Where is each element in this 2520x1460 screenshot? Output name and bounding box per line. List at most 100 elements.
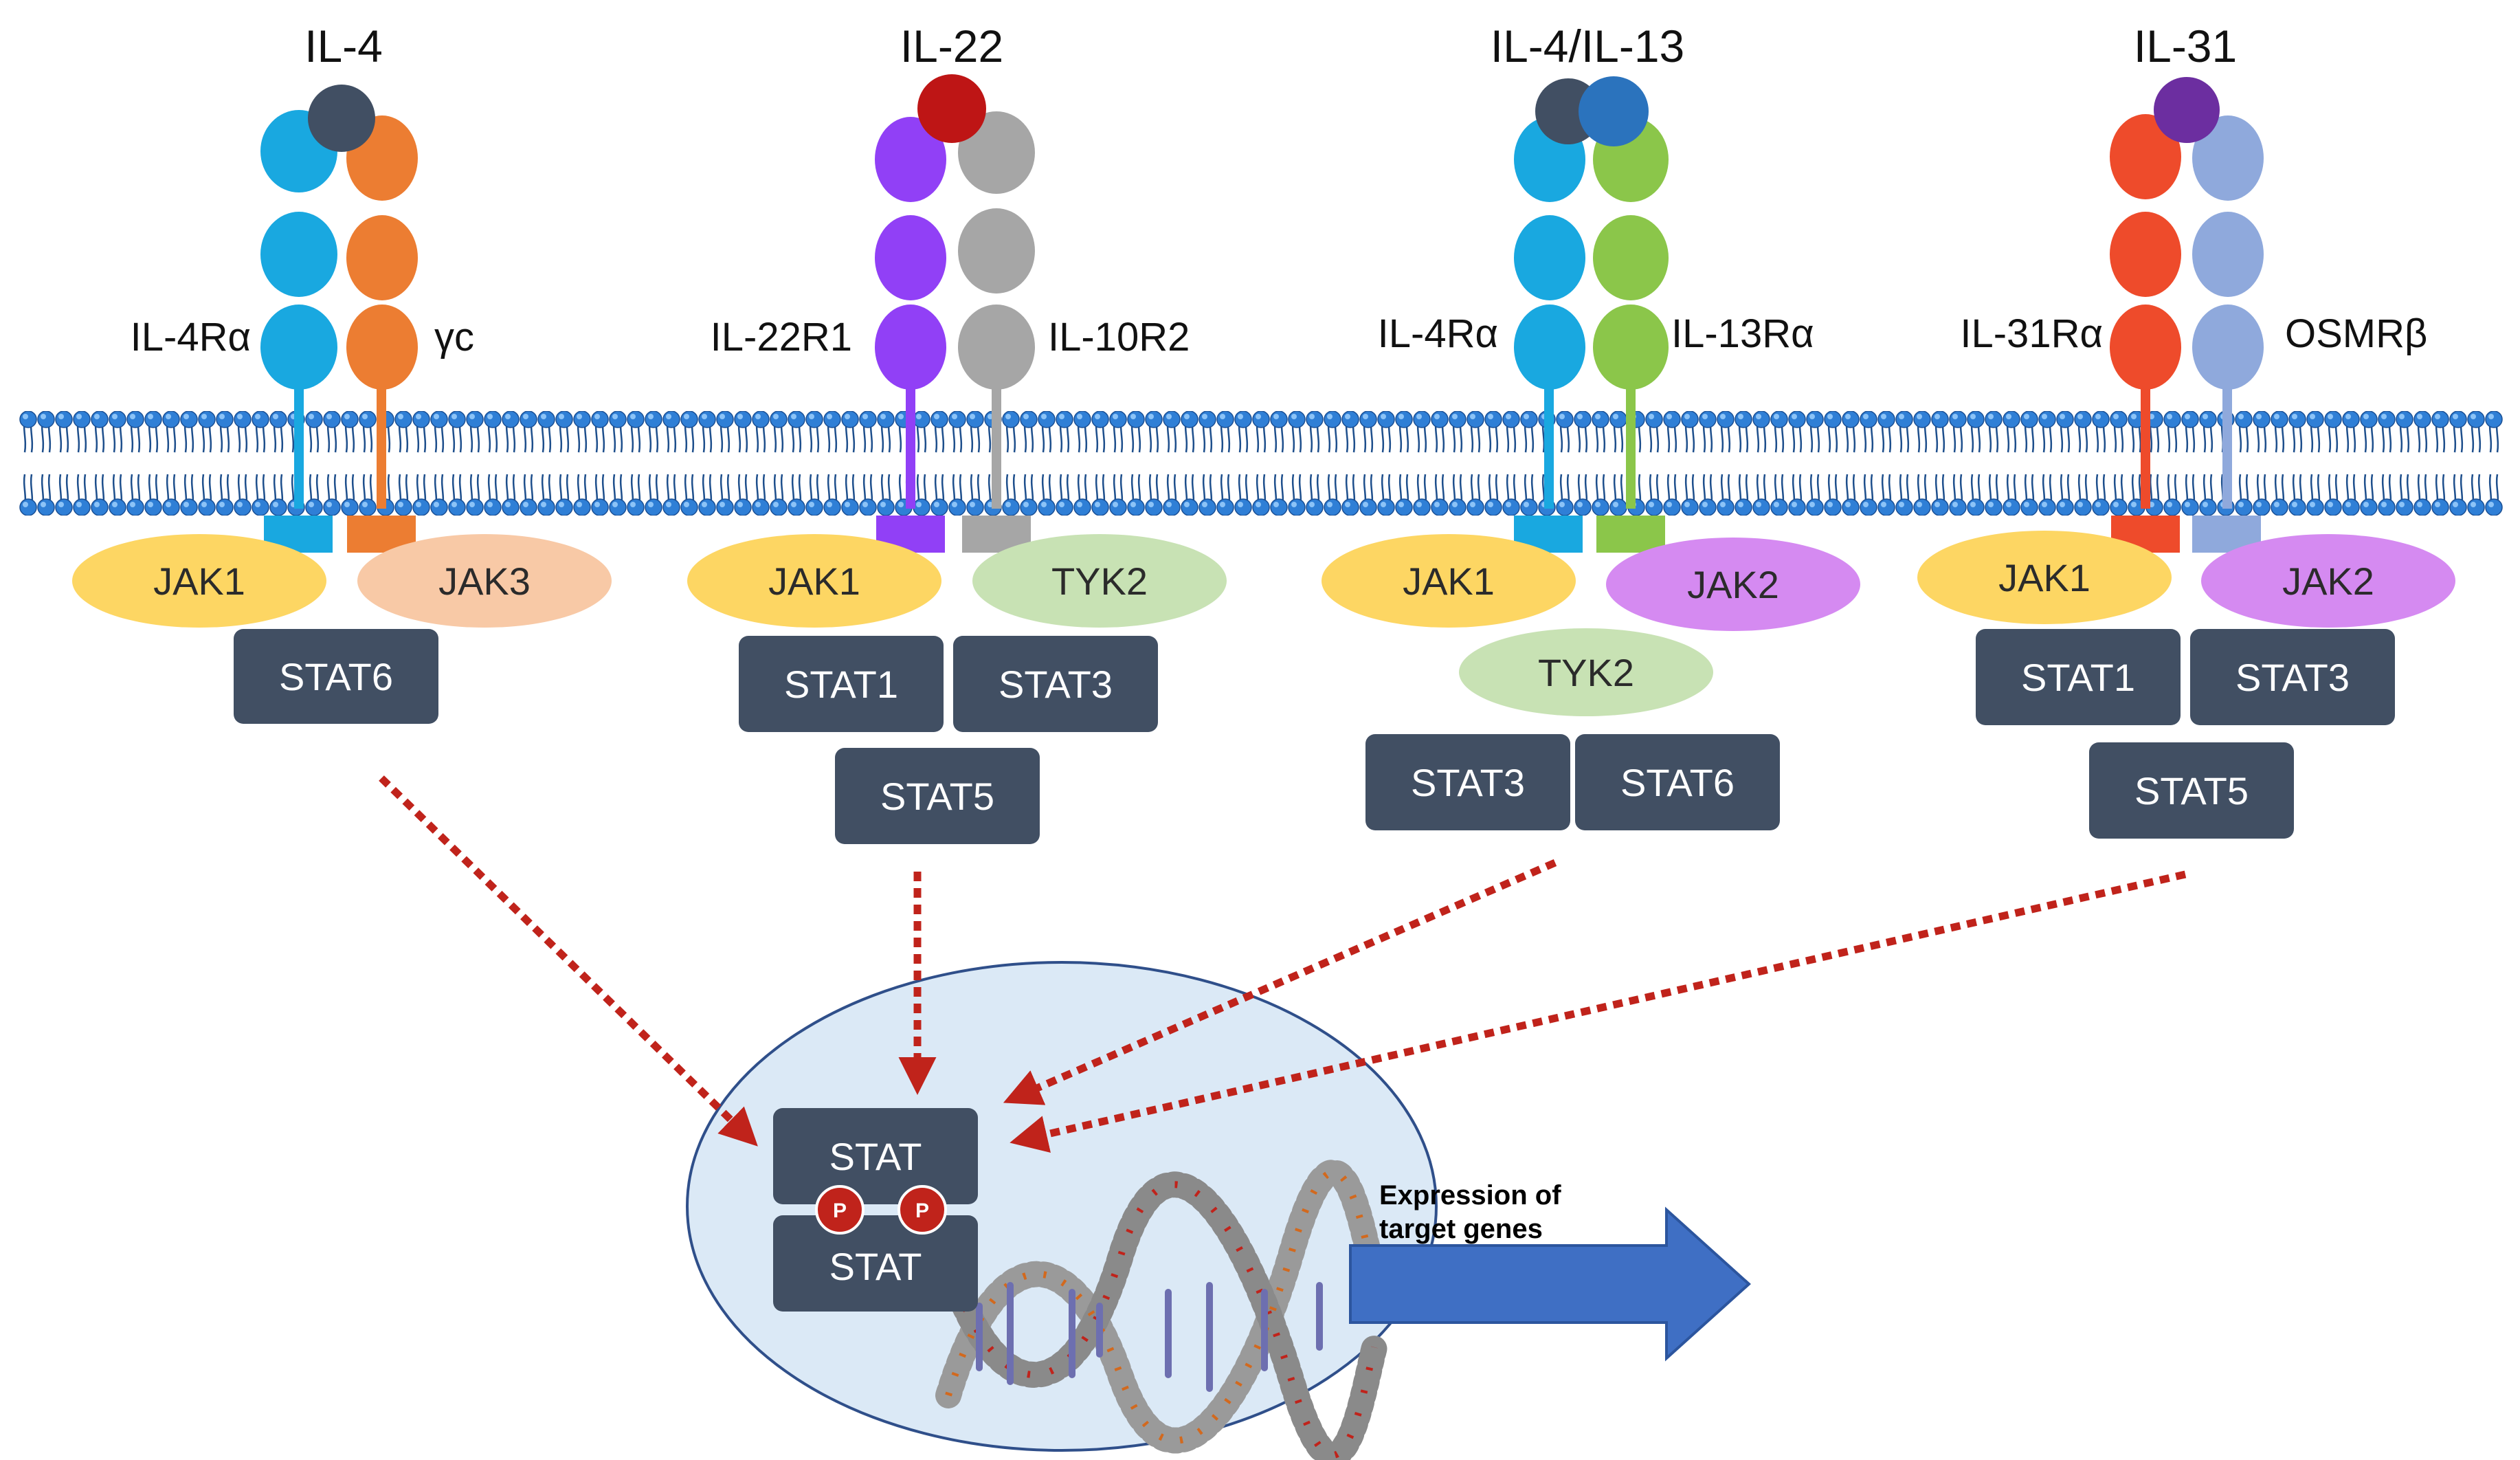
ligand-il22 (917, 74, 986, 143)
kinase-jak1 (1917, 531, 2172, 624)
il13ra-cyto-tail (1596, 516, 1665, 553)
expression-label-line1: Expression of (1379, 1180, 1561, 1210)
gamma-c-stalk (377, 385, 386, 509)
kinase-left-label: JAK1 (768, 560, 860, 603)
stat-label: STAT6 (279, 655, 393, 698)
stat-box (953, 636, 1158, 732)
stat-label: STAT3 (2235, 656, 2350, 699)
dna-strand (935, 1159, 1387, 1454)
receptor-right-label: OSMRβ (2285, 311, 2427, 356)
pathway-il4-il13: IL-4/IL-13 IL-4Rα IL-13Rα JAK1 JAK2 TYK2… (1322, 21, 1860, 830)
expression-label-line2: target genes (1379, 1214, 1543, 1244)
stat-dimer-bottom-label: STAT (829, 1245, 922, 1288)
stat-label: STAT5 (880, 775, 994, 818)
cell-membrane (19, 411, 2503, 516)
osmrb-domain (2192, 305, 2264, 390)
receptor-right-label: IL-10R2 (1048, 315, 1190, 360)
gamma-c-domain (346, 305, 418, 390)
il10r2-stalk (992, 385, 1001, 509)
phospho-label: P (915, 1199, 929, 1222)
arrow-il31-to-nucleus (1010, 870, 2187, 1153)
il4ra-stalk (294, 385, 304, 509)
il4ra-stalk (1544, 385, 1554, 509)
arrow-il4-to-nucleus (379, 775, 758, 1147)
stat-box (1575, 734, 1780, 830)
pathway-il22: IL-22 IL-22R1 IL-10R2 JAK1 TYK2 STAT1 ST… (687, 21, 1227, 844)
kinase-tyk2 (1459, 628, 1713, 716)
ligand-il4 (308, 85, 375, 152)
pathway-il31: IL-31 IL-31Rα OSMRβ JAK1 JAK2 STAT1 STAT… (1917, 21, 2455, 839)
ligand-label: IL-22 (900, 21, 1003, 71)
stat-label: STAT5 (2134, 769, 2249, 812)
kinase-right-label: TYK2 (1051, 560, 1148, 603)
pathway-il4: IL-4 IL-4Rα γc JAK1 JAK3 STAT6 (72, 21, 612, 724)
phospho-label: P (833, 1199, 847, 1222)
kinase-right-label: JAK2 (2282, 560, 2374, 603)
il31ra-domain (2110, 305, 2181, 390)
stat-box (835, 748, 1040, 844)
stat-label: STAT1 (2021, 656, 2135, 699)
kinase-left-label: JAK1 (1403, 560, 1495, 603)
stat-box (1976, 629, 2181, 725)
expression-arrow (1349, 1206, 1751, 1362)
dna-helix-image (935, 1159, 1387, 1460)
il22r1-domain (875, 117, 946, 202)
il10r2-domain (958, 208, 1035, 294)
receptor-right-label: IL-13Rα (1671, 311, 1814, 356)
il10r2-domain (958, 111, 1035, 194)
receptor-right-label: γc (434, 315, 474, 360)
ligand-label: IL-4/IL-13 (1491, 21, 1685, 71)
phospho-circle (815, 1185, 865, 1235)
il10r2-domain (958, 305, 1035, 390)
osmrb-domain (2192, 212, 2264, 297)
kinase-jak1 (1322, 534, 1576, 628)
stat-label: STAT1 (784, 663, 898, 706)
kinase-right-label: JAK3 (438, 560, 531, 603)
osmrb-domain (2192, 115, 2264, 201)
receptor-left-label: IL-4Rα (1378, 311, 1498, 356)
il31ra-domain (2110, 212, 2181, 297)
ligand-label: IL-31 (2134, 21, 2237, 71)
il22r1-domain (875, 305, 946, 390)
kinase-jak1 (72, 534, 326, 628)
kinase-tyk2 (972, 534, 1227, 628)
stat-box (1365, 734, 1570, 830)
il4ra-domain (1514, 215, 1585, 300)
il13ra-stalk (1626, 385, 1636, 509)
stat-box (739, 636, 944, 732)
il4ra-domain (260, 212, 337, 297)
il13ra-domain (1593, 305, 1669, 390)
stat-label: STAT3 (999, 663, 1113, 706)
stat-box (2089, 742, 2294, 839)
stat-dimer-top (773, 1108, 978, 1204)
il22r1-domain (875, 215, 946, 300)
kinase-left-label: JAK1 (1998, 556, 2090, 599)
il4ra-domain (260, 305, 337, 390)
il13ra-domain (1593, 215, 1669, 300)
translocation-arrows (379, 775, 2187, 1153)
phospho-circle (897, 1185, 947, 1235)
kinase-right-label: JAK2 (1687, 563, 1779, 606)
stat-dimer-top-label: STAT (829, 1135, 922, 1178)
stat-box (2190, 629, 2395, 725)
ligand-il31 (2154, 77, 2220, 143)
stat-box (234, 629, 438, 724)
il31ra-stalk (2141, 385, 2150, 509)
kinase-extra-label: TYK2 (1538, 651, 1634, 694)
receptor-left-label: IL-22R1 (711, 315, 852, 360)
il31ra-domain (2110, 114, 2181, 199)
dna-base-pairs (976, 1282, 1323, 1392)
dna-strand (935, 1171, 1387, 1460)
receptor-left-label: IL-4Rα (131, 315, 251, 360)
kinase-jak2 (2201, 534, 2455, 628)
il22r1-stalk (906, 385, 915, 509)
kinase-jak2 (1606, 538, 1860, 631)
ligand-il13 (1579, 76, 1649, 146)
kinase-jak1 (687, 534, 941, 628)
kinase-left-label: JAK1 (153, 560, 245, 603)
ligand-label: IL-4 (304, 21, 383, 71)
stat-dimer-bottom (773, 1215, 978, 1312)
osmrb-stalk (2222, 385, 2232, 509)
stat-label: STAT3 (1411, 761, 1525, 804)
